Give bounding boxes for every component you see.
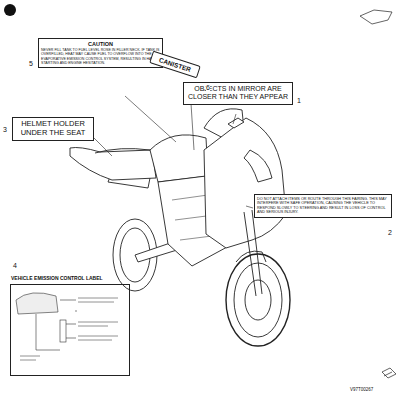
book-icon <box>382 368 396 378</box>
leader-line <box>94 138 112 156</box>
headlight <box>244 150 272 182</box>
callout-number: 1 <box>297 97 301 104</box>
tail-section <box>70 148 156 181</box>
sketch-line <box>36 314 60 350</box>
fairing-warning-text: DO NOT ATTACH ITEMS OR ROUTE THROUGH THI… <box>257 197 389 214</box>
info-icon <box>4 4 16 16</box>
book-icon-line <box>384 372 392 376</box>
fairing-label: DO NOT ATTACH ITEMS OR ROUTE THROUGH THI… <box>254 194 392 218</box>
seat-sketch <box>16 293 58 314</box>
leader-line <box>125 96 176 142</box>
mirror-warning-text: OBJECTS IN MIRROR ARE CLOSER THAN THEY A… <box>186 85 290 101</box>
callout-number: 5 <box>29 60 33 67</box>
mirror <box>228 118 244 128</box>
helmet-label: HELMET HOLDER UNDER THE SEAT <box>12 117 94 141</box>
callout-number: 3 <box>3 126 7 133</box>
canister-label: CANISTER <box>149 51 201 79</box>
canister-text: CANISTER <box>153 54 197 75</box>
small-print <box>20 298 118 360</box>
brake-disc <box>245 280 271 320</box>
callout-number: 6 <box>206 84 210 91</box>
fuel-tank <box>150 135 208 182</box>
caution-label: CAUTIONNEVER FILL TANK TO FUEL LEVEL ROS… <box>38 38 163 68</box>
leader-line <box>233 114 236 124</box>
manual-icon <box>382 368 396 378</box>
upper-fairing <box>204 118 286 248</box>
canister-sketch <box>60 320 66 342</box>
callout-number: 4 <box>13 262 17 269</box>
caution-heading: CAUTION <box>41 41 160 47</box>
caution-text: NEVER FILL TANK TO FUEL LEVEL ROSE IN FI… <box>41 48 160 65</box>
seat <box>95 149 150 153</box>
emission-label-heading: VEHICLE EMISSION CONTROL LABEL <box>11 276 103 282</box>
helmet-holder-text: HELMET HOLDER UNDER THE SEAT <box>15 120 91 137</box>
emission-label-area: VEHICLE EMISSION CONTROL LABEL <box>10 284 130 376</box>
brand-logo <box>360 10 392 24</box>
front-tyre <box>226 254 290 346</box>
sketch-line <box>60 300 76 338</box>
mirror-label: OBJECTS IN MIRROR ARE CLOSER THAN THEY A… <box>183 82 293 105</box>
leader-line <box>246 206 253 208</box>
emission-label-sketch <box>16 293 118 360</box>
front-rim <box>234 263 282 337</box>
drawing-code: V97T00267 <box>350 388 373 393</box>
motorcycle-drawing <box>4 4 392 346</box>
front-mudguard <box>236 251 266 262</box>
leader-lines <box>94 88 253 208</box>
callout-number: 2 <box>388 229 392 236</box>
